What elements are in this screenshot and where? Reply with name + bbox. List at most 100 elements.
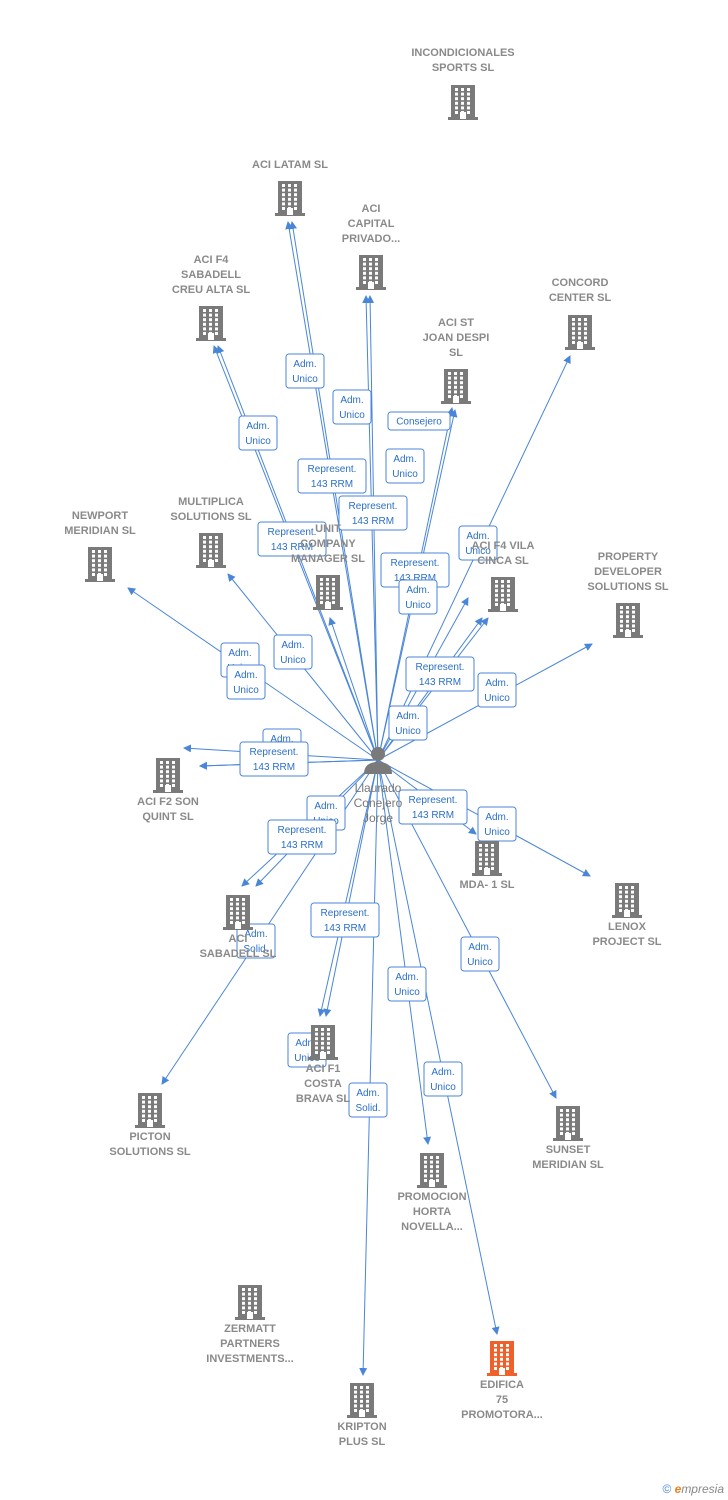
- company-node-promocion[interactable]: PROMOCIONHORTANOVELLA...: [397, 1153, 467, 1233]
- company-node-aci-latam[interactable]: ACI LATAM SL: [252, 159, 328, 216]
- relation-label[interactable]: Adm.Unico: [398, 579, 438, 615]
- relation-label[interactable]: Adm.Unico: [423, 1061, 463, 1097]
- relation-label[interactable]: Adm.Unico: [273, 634, 313, 670]
- relation-label[interactable]: Adm.Solid.: [348, 1082, 388, 1118]
- relation-label-text: Consejero: [396, 417, 442, 428]
- relation-label[interactable]: Represent.143 RRM: [338, 495, 408, 531]
- company-name: PROJECT SL: [592, 936, 661, 948]
- relation-label[interactable]: Adm.Solid.: [236, 923, 276, 959]
- relation-label[interactable]: Adm.Unico: [238, 415, 278, 451]
- building-icon[interactable]: [153, 758, 183, 793]
- building-icon[interactable]: [223, 895, 253, 930]
- company-name: ACI: [229, 933, 248, 945]
- relation-label[interactable]: Consejero: [387, 411, 451, 431]
- company-name: MERIDIAN SL: [532, 1159, 604, 1171]
- relation-label[interactable]: Adm.Unico: [285, 353, 325, 389]
- relation-label-text: 143 RRM: [394, 573, 436, 584]
- relation-label-box: [267, 819, 337, 855]
- relation-label[interactable]: Adm.Unico: [388, 705, 428, 741]
- building-icon[interactable]: [487, 1341, 517, 1376]
- building-icon[interactable]: [347, 1383, 377, 1418]
- relation-label-box: [387, 411, 451, 431]
- building-icon[interactable]: [135, 1093, 165, 1128]
- footer-brand[interactable]: © empresia: [662, 1482, 724, 1496]
- relation-label[interactable]: Adm.Unico: [477, 672, 517, 708]
- relation-label-text: Adm.: [293, 359, 316, 370]
- building-icon[interactable]: [275, 181, 305, 216]
- relation-label[interactable]: Adm.Unico: [387, 966, 427, 1002]
- building-icon[interactable]: [565, 315, 595, 350]
- relation-label-text: 143 RRM: [352, 516, 394, 527]
- building-icon[interactable]: [313, 575, 343, 610]
- relation-label-box: [273, 634, 313, 670]
- relation-label-text: Adm.: [406, 585, 429, 596]
- relation-label-text: Unico: [465, 546, 491, 557]
- building-icon[interactable]: [356, 255, 386, 290]
- relation-label[interactable]: Represent.143 RRM: [267, 819, 337, 855]
- relation-label[interactable]: Adm.Unico: [385, 448, 425, 484]
- company-node-aci-capital[interactable]: ACICAPITALPRIVADO...: [342, 203, 400, 290]
- building-icon[interactable]: [553, 1106, 583, 1141]
- company-node-edifica[interactable]: EDIFICA75PROMOTORA...: [461, 1341, 543, 1421]
- relation-label-box: [423, 1061, 463, 1097]
- relation-label[interactable]: Adm.Unico: [458, 525, 498, 561]
- building-icon[interactable]: [472, 841, 502, 876]
- relation-label[interactable]: Represent.143 RRM: [297, 458, 367, 494]
- relation-label-text: 143 RRM: [253, 762, 295, 773]
- company-name: ACI F4: [194, 254, 230, 266]
- relation-label[interactable]: Adm.Unico: [332, 389, 372, 425]
- building-icon[interactable]: [417, 1153, 447, 1188]
- relation-label[interactable]: Adm.Unico: [460, 936, 500, 972]
- company-name: JOAN DESPI: [423, 332, 490, 344]
- building-icon[interactable]: [441, 369, 471, 404]
- building-icon[interactable]: [488, 577, 518, 612]
- company-name: 75: [496, 1394, 508, 1406]
- relation-label[interactable]: Adm.Unico: [226, 664, 266, 700]
- company-name: SOLUTIONS SL: [109, 1146, 191, 1158]
- company-name: ZERMATT: [224, 1323, 276, 1335]
- building-icon[interactable]: [308, 1025, 338, 1060]
- building-icon[interactable]: [612, 883, 642, 918]
- company-node-mda1[interactable]: MDA- 1 SL: [460, 841, 515, 891]
- building-icon[interactable]: [448, 85, 478, 120]
- relation-label[interactable]: Represent.143 RRM: [239, 741, 309, 777]
- relation-label[interactable]: Adm.Unico: [477, 806, 517, 842]
- company-name: CREU ALTA SL: [172, 284, 250, 296]
- building-icon[interactable]: [196, 533, 226, 568]
- relation-label[interactable]: Represent.143 RRM: [405, 656, 475, 692]
- relation-label[interactable]: Represent.143 RRM: [310, 902, 380, 938]
- building-icon[interactable]: [235, 1285, 265, 1320]
- edge-to-edifica: [377, 759, 500, 1335]
- relation-label-text: Unico: [467, 957, 493, 968]
- relation-label[interactable]: Represent.143 RRM: [257, 521, 327, 557]
- company-name: CINCA SL: [477, 555, 529, 567]
- company-node-zermatt[interactable]: ZERMATTPARTNERSINVESTMENTS...: [206, 1285, 294, 1365]
- relation-label-text: 143 RRM: [324, 923, 366, 934]
- company-name: PROMOCION: [397, 1191, 466, 1203]
- company-name: KRIPTON: [337, 1421, 386, 1433]
- building-icon[interactable]: [613, 603, 643, 638]
- company-name: ACI F2 SON: [137, 796, 199, 808]
- building-icon[interactable]: [196, 306, 226, 341]
- relation-label[interactable]: Represent.143 RRM: [398, 789, 468, 825]
- company-name: ACI: [362, 203, 381, 215]
- building-icon[interactable]: [85, 547, 115, 582]
